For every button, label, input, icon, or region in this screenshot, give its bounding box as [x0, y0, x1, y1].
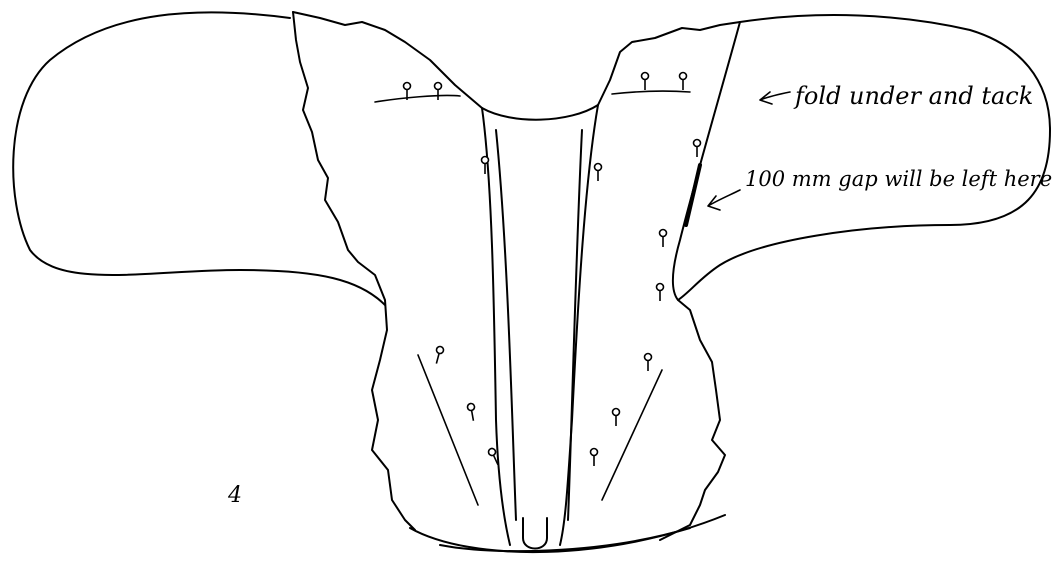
- fold-under-annotation: fold under and tack: [793, 82, 1033, 110]
- gap-annotation: 100 mm gap will be left here: [745, 167, 1052, 191]
- tack-pin: [642, 73, 649, 91]
- right-flap-outline: [678, 15, 1050, 300]
- tack-pin: [467, 403, 477, 421]
- left-seat-panel-outline: [293, 12, 415, 530]
- fold-note-arrow: [760, 92, 790, 104]
- pommel-u-shape: [523, 518, 547, 549]
- left-stitch-line: [418, 355, 478, 505]
- gap-note-arrow: [708, 190, 740, 210]
- tack-pin: [660, 230, 667, 248]
- pins: [404, 73, 701, 467]
- tack-pin: [680, 73, 687, 91]
- gullet-inner-right: [568, 130, 582, 520]
- tack-pin: [595, 164, 602, 182]
- right-tack-row-line: [612, 91, 690, 94]
- left-seat-panel-inner-edge: [482, 108, 510, 545]
- tack-pin: [694, 140, 701, 158]
- tack-pin: [645, 354, 652, 372]
- right-stitch-line: [602, 370, 662, 500]
- gap-heavy-line: [686, 165, 700, 225]
- gullet-top-curve: [482, 105, 598, 120]
- step-number: 4: [227, 483, 242, 508]
- left-tack-row-line: [375, 95, 460, 102]
- tack-pin: [657, 284, 664, 302]
- left-seat-panel-top-edge: [293, 12, 482, 108]
- tack-pin: [591, 449, 598, 467]
- right-seat-panel-inner-edge: [560, 105, 598, 545]
- tack-pin: [613, 409, 620, 427]
- tack-pin: [435, 83, 442, 101]
- tack-pin: [433, 346, 444, 365]
- left-flap-outline: [13, 12, 385, 305]
